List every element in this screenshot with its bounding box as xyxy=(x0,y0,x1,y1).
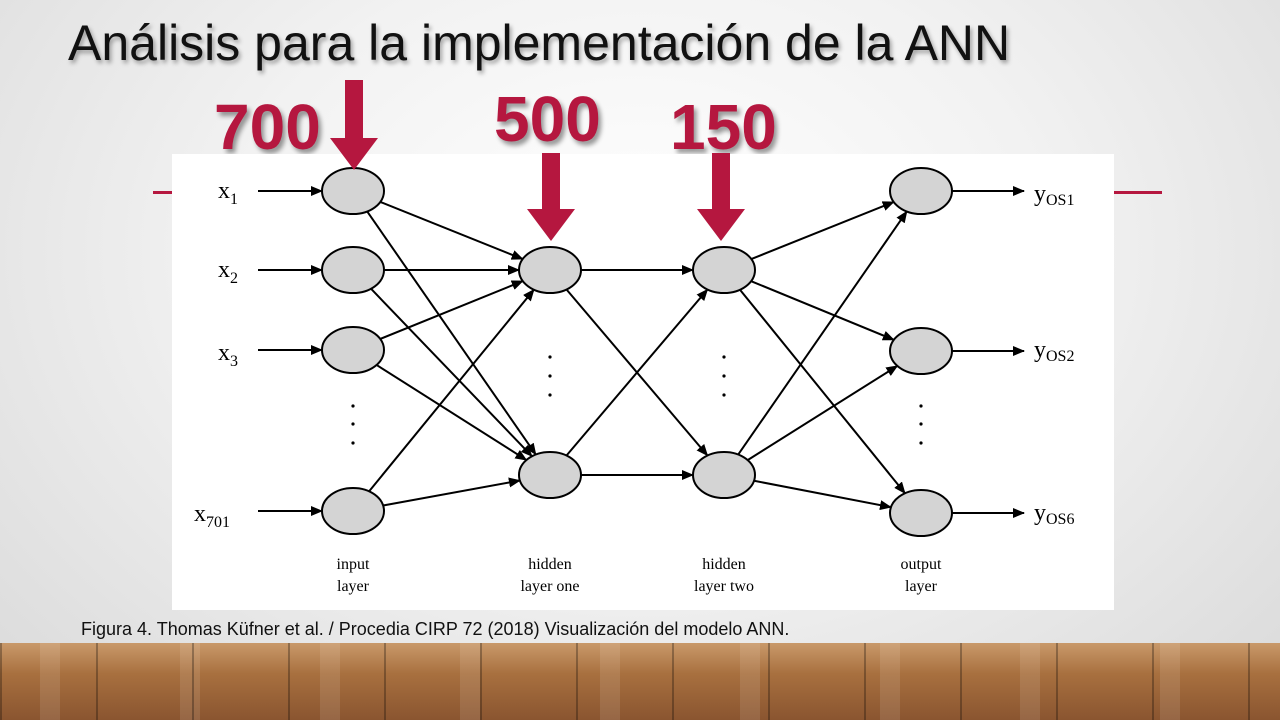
input-count-label: 700 xyxy=(214,91,321,163)
hidden-two-label-line2: layer two xyxy=(694,578,754,595)
neuron-nodes xyxy=(321,167,953,537)
hidden1-ellipsis-dot-2 xyxy=(548,393,552,397)
hidden2-neuron-0 xyxy=(692,246,756,294)
hidden2-output-edge-1-0 xyxy=(737,210,908,456)
hidden1-ellipsis-dot-1 xyxy=(548,374,552,378)
hidden1-hidden2-edge-1-0 xyxy=(565,288,709,457)
input-label-x1: x1 xyxy=(218,178,238,208)
input-hidden1-edge-0-0 xyxy=(379,201,524,260)
input-hidden1-edge-0-1 xyxy=(366,210,537,456)
input-hidden1-edge-3-0 xyxy=(368,288,535,492)
output-ellipsis-dot-2 xyxy=(919,441,923,445)
decorative-line-right xyxy=(1112,191,1162,194)
input-label-x3: x3 xyxy=(218,340,238,370)
hidden2-output-edge-1-2 xyxy=(753,479,892,511)
hidden-two-count-label: 150 xyxy=(670,91,777,163)
output-neuron-0 xyxy=(889,167,953,215)
hidden2-output-edge-1-1 xyxy=(747,365,899,461)
hidden-one-count-label: 500 xyxy=(494,83,601,155)
hidden2-output-edge-0-1 xyxy=(750,280,895,341)
input-ellipsis-dot-1 xyxy=(351,422,355,426)
figure-caption: Figura 4. Thomas Küfner et al. / Procedi… xyxy=(81,619,790,639)
arrow-hidden-layer-one xyxy=(527,153,575,241)
hidden1-neuron-0 xyxy=(518,246,582,294)
input-hidden1-edge-2-0 xyxy=(379,280,524,340)
arrow-hidden-layer-two xyxy=(697,153,745,241)
input-label-x701: x701 xyxy=(194,501,230,531)
hidden-one-label-line1: hidden xyxy=(528,556,572,573)
output-label-yos6: yOS6 xyxy=(1034,500,1074,528)
input-ellipsis-dot-2 xyxy=(351,441,355,445)
slide-title: Análisis para la implementación de la AN… xyxy=(68,15,1011,71)
output-ellipsis-dot-1 xyxy=(919,422,923,426)
hidden2-ellipsis-dot-2 xyxy=(722,393,726,397)
input-neuron-2 xyxy=(321,326,385,374)
wood-floor-decoration xyxy=(0,643,1280,720)
hidden1-ellipsis-dot-0 xyxy=(548,355,552,359)
hidden2-output-edge-0-2 xyxy=(739,289,906,495)
arrow-input-layer xyxy=(330,80,378,170)
ann-diagram: x1 x2 x3 x701 yOS1 yOS2 yOS6 input layer… xyxy=(172,154,1114,610)
input-neuron-0 xyxy=(321,167,385,215)
output-label-yos1: yOS1 xyxy=(1034,181,1074,209)
output-label-yos2: yOS2 xyxy=(1034,337,1074,365)
input-hidden1-edge-3-1 xyxy=(382,477,521,507)
hidden1-neuron-1 xyxy=(518,451,582,499)
input-hidden1-edge-1-1 xyxy=(370,288,533,457)
hidden-one-label-line2: layer one xyxy=(520,578,579,595)
input-label-x2: x2 xyxy=(218,257,238,287)
input-layer-label-line2: layer xyxy=(337,578,370,595)
hidden2-output-edge-0-0 xyxy=(750,201,895,260)
output-neuron-2 xyxy=(889,489,953,537)
decorative-line-left xyxy=(153,191,175,194)
hidden2-neuron-1 xyxy=(692,451,756,499)
connection-edges xyxy=(258,186,1025,518)
hidden2-ellipsis-dot-1 xyxy=(722,374,726,378)
hidden2-ellipsis-dot-0 xyxy=(722,355,726,359)
output-ellipsis-dot-0 xyxy=(919,404,923,408)
input-neuron-3 xyxy=(321,487,385,535)
output-layer-label-line2: layer xyxy=(905,578,938,595)
input-hidden1-edge-2-1 xyxy=(376,364,528,461)
hidden-two-label-line1: hidden xyxy=(702,556,746,573)
input-layer-label-line1: input xyxy=(337,556,370,573)
output-layer-label-line1: output xyxy=(901,556,942,573)
ann-diagram-svg: x1 x2 x3 x701 yOS1 yOS2 yOS6 input layer… xyxy=(194,167,1074,595)
input-neuron-1 xyxy=(321,246,385,294)
output-neuron-1 xyxy=(889,327,953,375)
ellipsis-dots xyxy=(351,355,923,445)
input-ellipsis-dot-0 xyxy=(351,404,355,408)
